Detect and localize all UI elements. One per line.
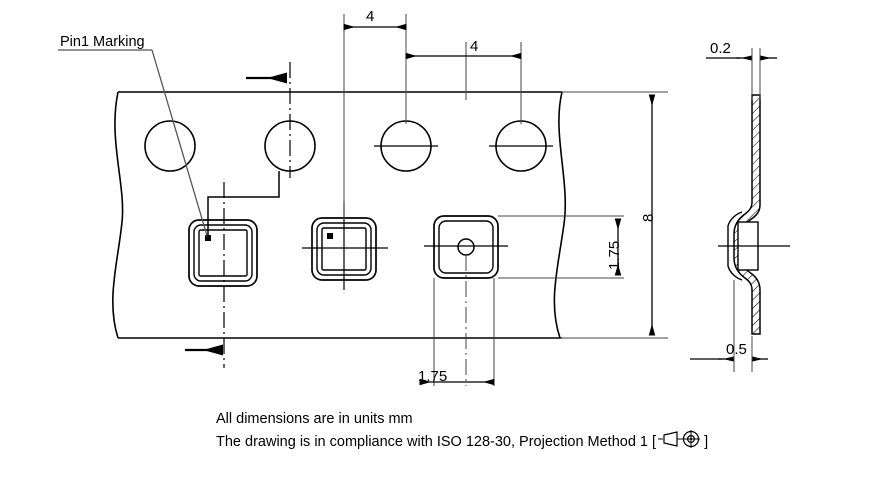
dim-label-tape-thickness: 0.2 <box>710 40 731 57</box>
pocket-1-step-outline <box>207 171 280 239</box>
pin1-marking-label: Pin1 Marking <box>60 34 145 50</box>
dim-label-pocket-depth-offset: 0.5 <box>726 341 747 358</box>
note-units-line: All dimensions are in units mm <box>216 411 413 427</box>
pocket-3-outer <box>433 215 499 279</box>
dim-label-edge-to-pocket-vertical: 1.75 <box>606 240 623 270</box>
pocket-1-middle <box>193 224 253 282</box>
pocket-2-inner <box>321 227 367 271</box>
sprocket-hole-1 <box>144 120 196 172</box>
pocket-1-inner <box>198 229 248 277</box>
note-standard-line: The drawing is in compliance with ISO 12… <box>216 430 816 455</box>
dim-label-pocket-offset-horizontal: 1.75 <box>418 368 448 385</box>
tape-left-break-line <box>112 91 124 339</box>
pocket-3-center-hole <box>457 238 475 256</box>
tape-right-break-line <box>553 91 567 339</box>
pocket-2-middle <box>316 222 372 276</box>
note-standard-closing-bracket: ] <box>704 434 709 450</box>
note-standard-text: The drawing is in compliance with ISO 12… <box>216 434 657 450</box>
dim-label-pitch-top-outer: 4 <box>366 8 375 25</box>
dim-label-tape-width: 8 <box>640 213 657 222</box>
pin1-marking-dot-pocket-2 <box>327 233 333 239</box>
first-angle-projection-symbol-icon <box>657 430 703 455</box>
pin1-leader-line <box>151 49 209 240</box>
dim-label-pitch-top-inner: 4 <box>470 38 479 55</box>
drawing-notes: All dimensions are in units mm The drawi… <box>216 409 816 455</box>
pocket-1-outer <box>188 219 258 287</box>
pocket-3-middle <box>438 220 494 274</box>
